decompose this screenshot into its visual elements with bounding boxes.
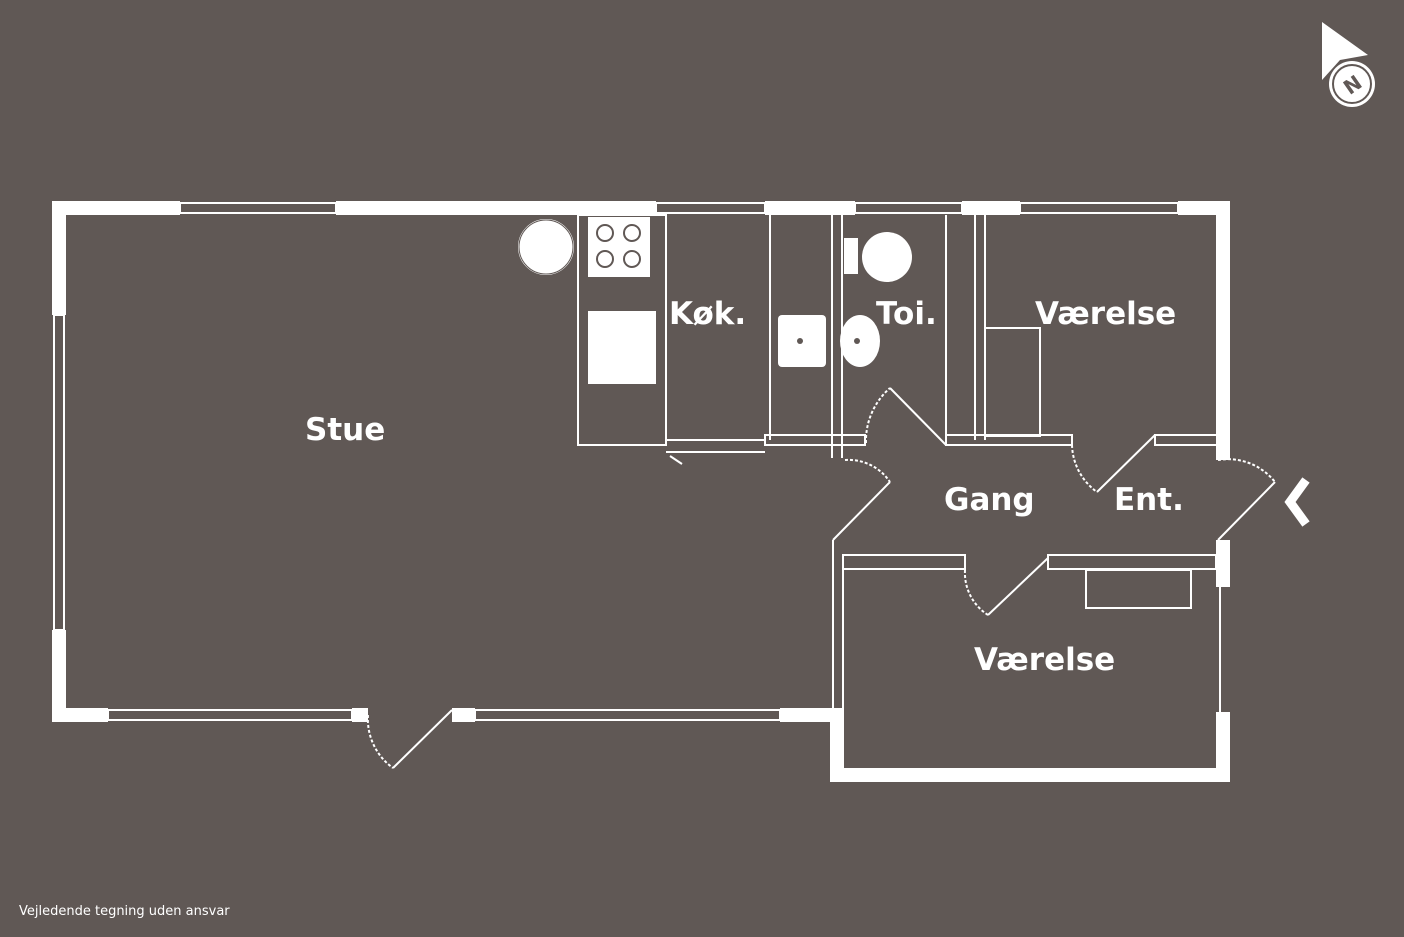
interior-walls [366, 214, 1276, 769]
windows [53, 202, 1221, 721]
north-arrow-icon: N [1322, 22, 1375, 107]
fixtures [516, 217, 912, 384]
toilet-icon [862, 232, 912, 282]
room-label-vaerelse-bottom: Værelse [974, 642, 1115, 678]
room-labels: Stue Køk. Toi. Værelse Gang Ent. Værelse [305, 296, 1184, 678]
walls [52, 201, 1230, 782]
table-icon [516, 217, 576, 277]
room-label-entre: Ent. [1114, 482, 1184, 518]
toilet-tank-icon [844, 238, 858, 274]
entrance-arrow-icon [1284, 477, 1310, 527]
room-label-vaerelse-top: Værelse [1035, 296, 1176, 332]
room-label-stue: Stue [305, 412, 385, 448]
room-label-toilet: Toi. [876, 296, 937, 332]
sink-icon [588, 311, 656, 384]
room-label-kokken: Køk. [669, 296, 746, 332]
disclaimer: Vejledende tegning uden ansvar [19, 904, 230, 919]
stove-icon [588, 217, 650, 277]
room-label-gang: Gang [944, 482, 1035, 518]
